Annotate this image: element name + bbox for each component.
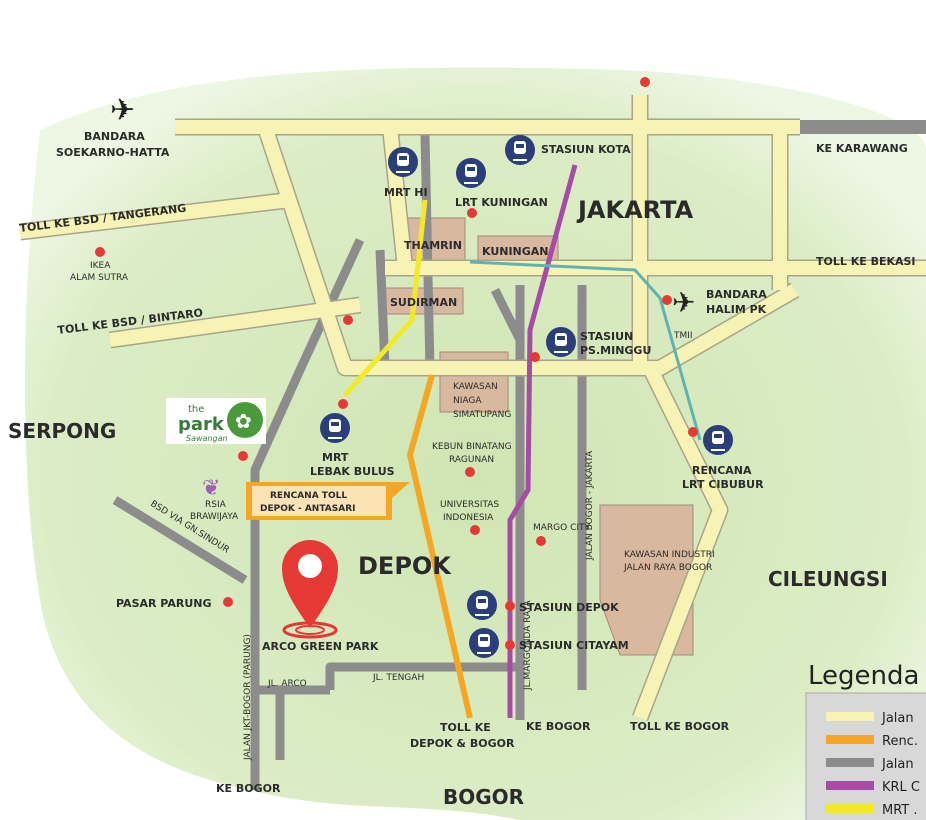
district-label: NIAGA	[453, 396, 482, 406]
green-area	[25, 67, 926, 820]
region-serpong: SERPONG	[8, 419, 116, 443]
svg-text:✿: ✿	[235, 409, 252, 433]
station-label: LRT KUNINGAN	[455, 196, 548, 209]
district-label: SIMATUPANG	[453, 410, 511, 420]
rsia-logo-icon: ❦	[202, 476, 220, 501]
place-label: INDONESIA	[443, 513, 494, 523]
station-label: STASIUN KOTA	[541, 143, 631, 156]
road-label: KE KARAWANG	[816, 142, 908, 155]
legend-swatch	[826, 804, 874, 813]
district-label: THAMRIN	[404, 239, 462, 252]
legend-item-label: Jalan	[881, 757, 914, 772]
airport-label: BANDARA	[84, 130, 145, 143]
station-label: PS.MINGGU	[580, 344, 651, 357]
station-label: LEBAK BULUS	[310, 465, 395, 478]
place-label: KEBUN BINATANG	[432, 442, 512, 452]
district-label: KAWASAN	[453, 382, 498, 392]
airplane-icon: ✈	[672, 286, 695, 319]
lrt-line	[469, 260, 702, 441]
road-label: JALAN JKT-BOGOR (PARUNG)	[243, 634, 253, 761]
legend-item-label: Renc.	[882, 734, 918, 749]
station-label: LRT CIBUBUR	[682, 478, 764, 491]
the-park-sawangan-logo: the park Sawangan ✿	[166, 398, 266, 444]
road-label: JL. ARCO	[267, 679, 307, 689]
station-label: MRT HI	[384, 186, 428, 199]
airport-label: HALIM PK	[706, 303, 767, 316]
toll-depok-antasari-line	[406, 374, 473, 719]
place-label: PASAR PARUNG	[116, 597, 212, 610]
svg-text:the: the	[188, 404, 204, 415]
mrt-line	[343, 199, 428, 397]
legend-item-label: Jalan	[881, 711, 914, 726]
road-label: JALAN BOGOR - JAKARTA	[585, 450, 595, 561]
road-label: KE BOGOR	[216, 782, 281, 795]
svg-text:park: park	[178, 414, 225, 435]
place-label: BRAWIJAYA	[190, 512, 239, 522]
toll-plan-callout: RENCANA TOLL DEPOK - ANTASARI	[246, 482, 410, 520]
station-label: MRT	[322, 451, 349, 464]
main-roads	[18, 95, 926, 722]
legend-item-label: MRT .	[882, 803, 918, 818]
place-label: ALAM SUTRA	[70, 273, 129, 283]
station-label: STASIUN DEPOK	[519, 601, 619, 614]
arco-green-park-label: ARCO GREEN PARK	[262, 640, 379, 653]
airport-label: SOEKARNO-HATTA	[56, 146, 170, 159]
svg-text:RENCANA TOLL: RENCANA TOLL	[270, 491, 347, 501]
place-label: IKEA	[90, 261, 111, 271]
road-label: JL.MARGONDA RAYA	[523, 600, 533, 691]
legend-swatch	[826, 758, 874, 767]
station-label: STASIUN	[580, 330, 633, 343]
place-label: TMII	[673, 331, 693, 341]
road-label: KE BOGOR	[526, 720, 591, 733]
legend-item-label: KRL C	[882, 780, 920, 795]
legend-swatch	[826, 712, 874, 721]
region-bogor: BOGOR	[443, 785, 524, 809]
road-label: TOLL KE BEKASI	[816, 255, 916, 268]
legend-swatch	[826, 781, 874, 790]
krl-line	[507, 164, 578, 718]
airplane-icon: ✈	[110, 93, 135, 128]
legend-swatch	[826, 735, 874, 744]
region-cileungsi: CILEUNGSI	[768, 567, 888, 591]
place-markers	[95, 77, 698, 650]
road-label: JL. TENGAH	[372, 673, 424, 683]
station-label: RENCANA	[692, 464, 752, 477]
place-label: RSIA	[205, 500, 227, 510]
region-depok: DEPOK	[358, 552, 452, 580]
airport-label: BANDARA	[706, 288, 767, 301]
road-label: TOLL KE BOGOR	[630, 720, 730, 733]
region-jakarta: JAKARTA	[576, 196, 694, 224]
svg-text:Sawangan: Sawangan	[186, 434, 228, 443]
station-label: STASIUN CITAYAM	[519, 639, 629, 652]
legend-title: Legenda	[808, 661, 919, 691]
district-label: JALAN RAYA BOGOR	[623, 563, 712, 573]
svg-text:DEPOK - ANTASARI: DEPOK - ANTASARI	[260, 504, 355, 514]
district-label: KAWASAN INDUSTRI	[624, 550, 715, 560]
road-label: TOLL KE	[440, 721, 491, 734]
place-label: RAGUNAN	[449, 455, 494, 465]
place-label: MARGO CITY	[533, 523, 591, 533]
road-label: DEPOK & BOGOR	[410, 737, 515, 750]
place-label: UNIVERSITAS	[440, 500, 499, 510]
district-label: SUDIRMAN	[390, 296, 457, 309]
district-label: KUNINGAN	[482, 245, 549, 258]
location-pin-icon	[282, 540, 338, 639]
